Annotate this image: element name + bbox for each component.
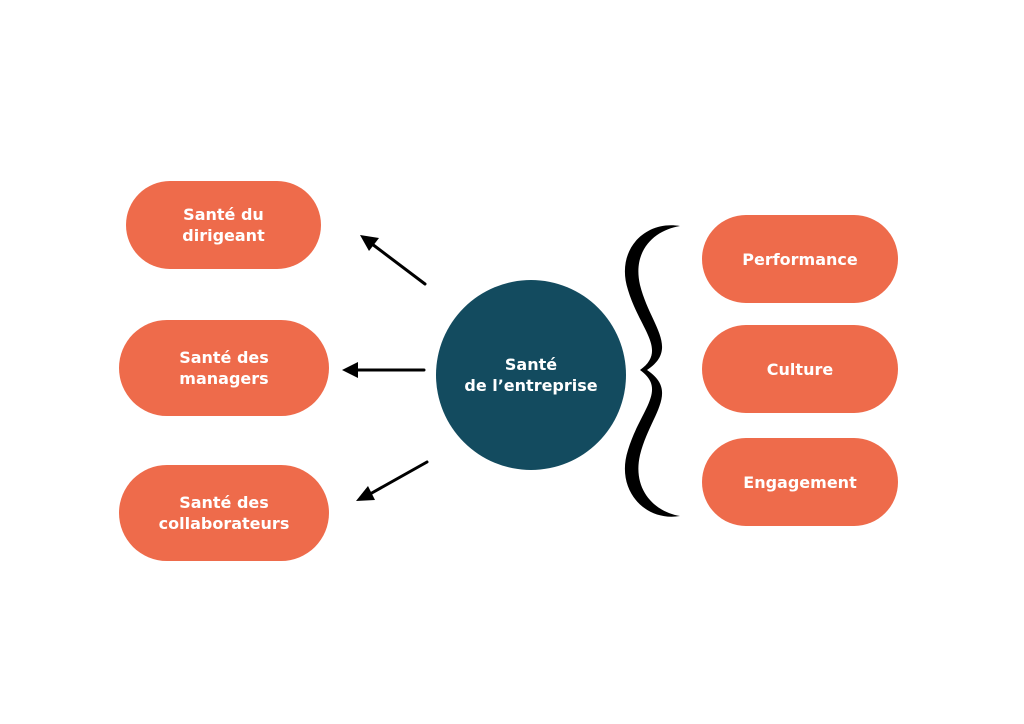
node-performance-label: Performance — [742, 249, 858, 269]
node-performance: Performance — [702, 215, 898, 303]
node-sante-dirigeant-line1: Santé du — [183, 205, 264, 224]
arrow-to-dirigeant — [360, 235, 427, 286]
node-sante-entreprise-line2: de l’entreprise — [464, 376, 598, 395]
node-sante-collaborateurs: Santé des collaborateurs — [119, 465, 329, 561]
node-sante-managers: Santé des managers — [119, 320, 329, 416]
node-culture-label: Culture — [766, 359, 834, 379]
node-engagement-label: Engagement — [743, 472, 857, 492]
arrow-to-managers — [342, 362, 426, 378]
node-sante-entreprise: Santé de l’entreprise — [436, 280, 626, 470]
curly-brace — [624, 225, 680, 517]
node-sante-managers-line2: managers — [179, 369, 269, 388]
node-sante-dirigeant: Santé du dirigeant — [126, 181, 321, 269]
node-engagement: Engagement — [702, 438, 898, 526]
node-sante-managers-line1: Santé des — [179, 348, 269, 367]
node-sante-dirigeant-line2: dirigeant — [182, 226, 265, 245]
arrow-to-collaborateurs — [356, 460, 429, 501]
node-sante-collaborateurs-line2: collaborateurs — [158, 514, 290, 533]
node-sante-collaborateurs-line1: Santé des — [179, 493, 269, 512]
node-culture: Culture — [702, 325, 898, 413]
node-sante-entreprise-line1: Santé — [504, 355, 558, 374]
